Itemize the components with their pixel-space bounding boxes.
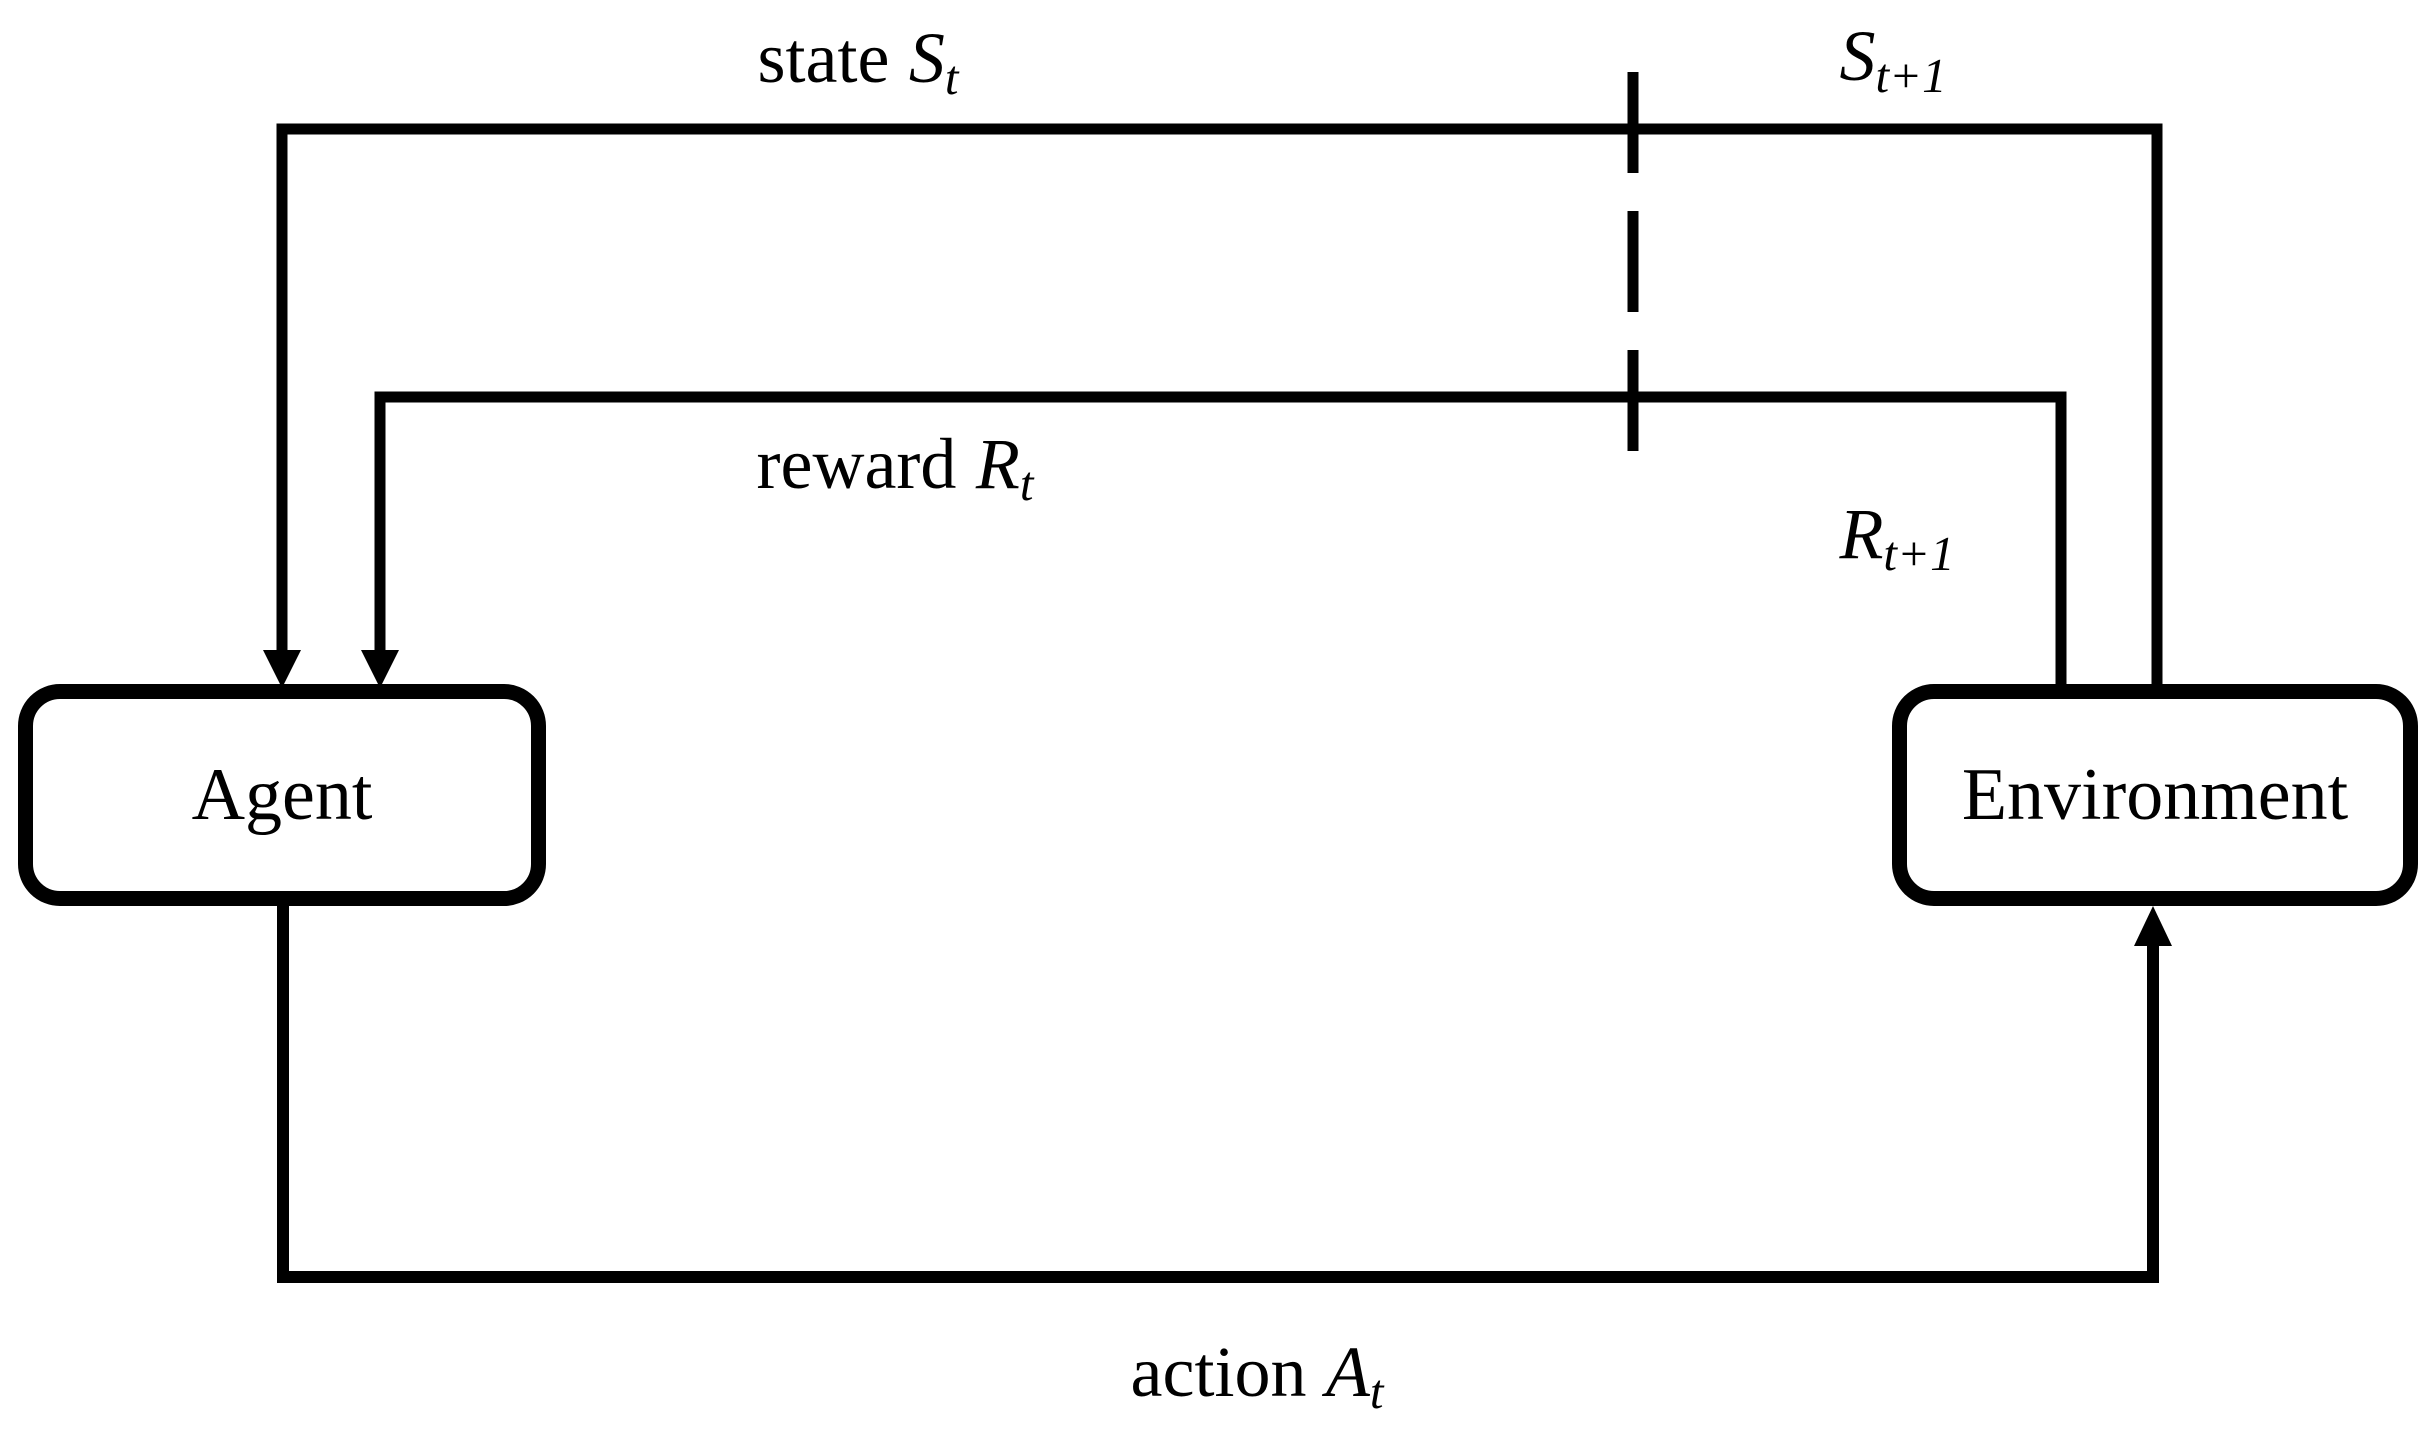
next-reward-label: Rt+1 [1839, 498, 1954, 579]
environment-label: Environment [1961, 754, 2349, 836]
reward-subscript: t [1019, 455, 1034, 511]
action-variable: A [1325, 1332, 1370, 1412]
reward-connector-line [374, 391, 2067, 690]
next-reward-variable: R [1839, 494, 1884, 574]
next-state-variable: S [1839, 16, 1876, 96]
action-word: action [1130, 1332, 1307, 1412]
action-connector-line [277, 902, 2159, 1283]
agent-box: Agent [18, 684, 546, 906]
reward-arrowhead-icon [361, 650, 399, 688]
next-state-label: St+1 [1839, 20, 1946, 101]
agent-label: Agent [191, 754, 373, 836]
action-arrowhead-icon [2134, 906, 2172, 946]
state-connector-line [276, 123, 2163, 690]
environment-box: Environment [1892, 684, 2418, 906]
state-subscript: t [944, 49, 959, 105]
state-word: state [757, 18, 890, 98]
next-state-subscript: t+1 [1875, 47, 1947, 103]
reward-variable: R [975, 424, 1020, 504]
state-variable: S [908, 18, 945, 98]
action-subscript: t [1369, 1363, 1384, 1419]
next-reward-subscript: t+1 [1883, 525, 1955, 581]
state-arrowhead-icon [263, 650, 301, 688]
reward-word: reward [756, 424, 957, 504]
